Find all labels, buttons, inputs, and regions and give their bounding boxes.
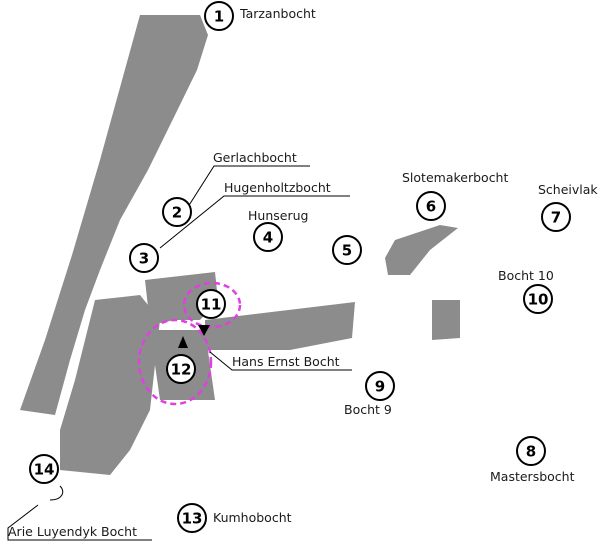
corner-marker-circle bbox=[332, 235, 362, 265]
corner-marker-circle bbox=[416, 191, 446, 221]
corner-marker-circle bbox=[365, 371, 395, 401]
highlight-turn-11 bbox=[182, 281, 242, 329]
corner-marker-number: 1 bbox=[214, 8, 224, 26]
direction-arrow-turn-12 bbox=[178, 336, 188, 348]
corner-marker-10: 10 bbox=[523, 284, 553, 314]
corner-labels: Tarzanbocht Gerlachbocht Hugenholtzbocht… bbox=[8, 6, 598, 539]
corner-marker-4: 4 bbox=[253, 222, 283, 252]
highlight-circles bbox=[137, 281, 242, 406]
corner-marker-circle bbox=[166, 354, 196, 384]
direction-arrow-turn-11 bbox=[198, 325, 210, 336]
corner-label-scheivlak: Scheivlak bbox=[538, 182, 598, 197]
corner-marker-number: 2 bbox=[172, 204, 182, 222]
corner-marker-number: 12 bbox=[171, 361, 192, 379]
label-leader-lines bbox=[7, 165, 352, 541]
corner-label-arie-luyendyk-bocht: Arie Luyendyk Bocht bbox=[8, 524, 137, 539]
direction-arrows bbox=[178, 325, 210, 348]
pit-area-top bbox=[20, 15, 208, 415]
corner-marker-circle bbox=[29, 454, 59, 484]
corner-marker-12: 12 bbox=[166, 354, 196, 384]
corner-marker-number: 3 bbox=[139, 250, 149, 268]
corner-marker-number: 7 bbox=[551, 209, 561, 227]
corner-label-slotemakerbocht: Slotemakerbocht bbox=[402, 170, 508, 185]
corner-marker-circle bbox=[253, 222, 283, 252]
paddock-left bbox=[60, 295, 160, 475]
corner-label-kumhobocht: Kumhobocht bbox=[213, 510, 292, 525]
corner-marker-5: 5 bbox=[332, 235, 362, 265]
corner-label-gerlachbocht: Gerlachbocht bbox=[213, 150, 297, 165]
corner-marker-number: 11 bbox=[201, 296, 222, 314]
leader-hugenholtzbocht bbox=[159, 195, 350, 249]
corner-marker-3: 3 bbox=[129, 243, 159, 273]
runoff-areas bbox=[20, 15, 460, 475]
corner-marker-circle bbox=[196, 289, 226, 319]
leader-turn-14 bbox=[49, 485, 64, 501]
leader-hans-ernst-bocht bbox=[209, 351, 352, 371]
corner-marker-6: 6 bbox=[416, 191, 446, 221]
corner-marker-number: 6 bbox=[426, 198, 436, 216]
runoff-turn-5-6 bbox=[385, 225, 458, 275]
highlight-turn-12 bbox=[137, 318, 213, 406]
corner-marker-circle bbox=[523, 284, 553, 314]
corner-label-hugenholtzbocht: Hugenholtzbocht bbox=[224, 180, 331, 195]
corner-marker-9: 9 bbox=[365, 371, 395, 401]
corner-marker-number: 8 bbox=[526, 443, 536, 461]
corner-marker-circle bbox=[162, 197, 192, 227]
corner-marker-circle bbox=[541, 202, 571, 232]
corner-markers: 1 2 3 4 5 6 7 8 9 10 11 bbox=[29, 1, 571, 533]
paddock-right-slab bbox=[205, 302, 355, 350]
corner-marker-7: 7 bbox=[541, 202, 571, 232]
runoff-infield-block bbox=[432, 300, 460, 340]
corner-marker-number: 4 bbox=[263, 229, 273, 247]
corner-label-bocht-10: Bocht 10 bbox=[498, 268, 554, 283]
corner-label-bocht-9: Bocht 9 bbox=[344, 402, 392, 417]
corner-label-mastersbocht: Mastersbocht bbox=[490, 469, 575, 484]
leader-arie-luyendyk-bocht bbox=[7, 504, 152, 541]
corner-marker-14: 14 bbox=[29, 454, 59, 484]
corner-label-hunserug: Hunserug bbox=[248, 208, 308, 223]
corner-label-hans-ernst-bocht: Hans Ernst Bocht bbox=[232, 354, 340, 369]
leader-gerlachbocht bbox=[185, 165, 310, 211]
corner-marker-13: 13 bbox=[177, 503, 207, 533]
corner-marker-2: 2 bbox=[162, 197, 192, 227]
corner-marker-number: 9 bbox=[375, 378, 385, 396]
corner-marker-1: 1 bbox=[204, 1, 234, 31]
corner-marker-11: 11 bbox=[196, 289, 226, 319]
corner-marker-number: 13 bbox=[182, 510, 203, 528]
corner-marker-8: 8 bbox=[516, 436, 546, 466]
corner-marker-number: 14 bbox=[34, 461, 55, 479]
corner-marker-number: 5 bbox=[342, 242, 352, 260]
corner-marker-number: 10 bbox=[528, 291, 549, 309]
corner-marker-circle bbox=[516, 436, 546, 466]
corner-label-tarzanbocht: Tarzanbocht bbox=[239, 6, 316, 21]
corner-marker-circle bbox=[177, 503, 207, 533]
corner-marker-circle bbox=[129, 243, 159, 273]
corner-marker-circle bbox=[204, 1, 234, 31]
